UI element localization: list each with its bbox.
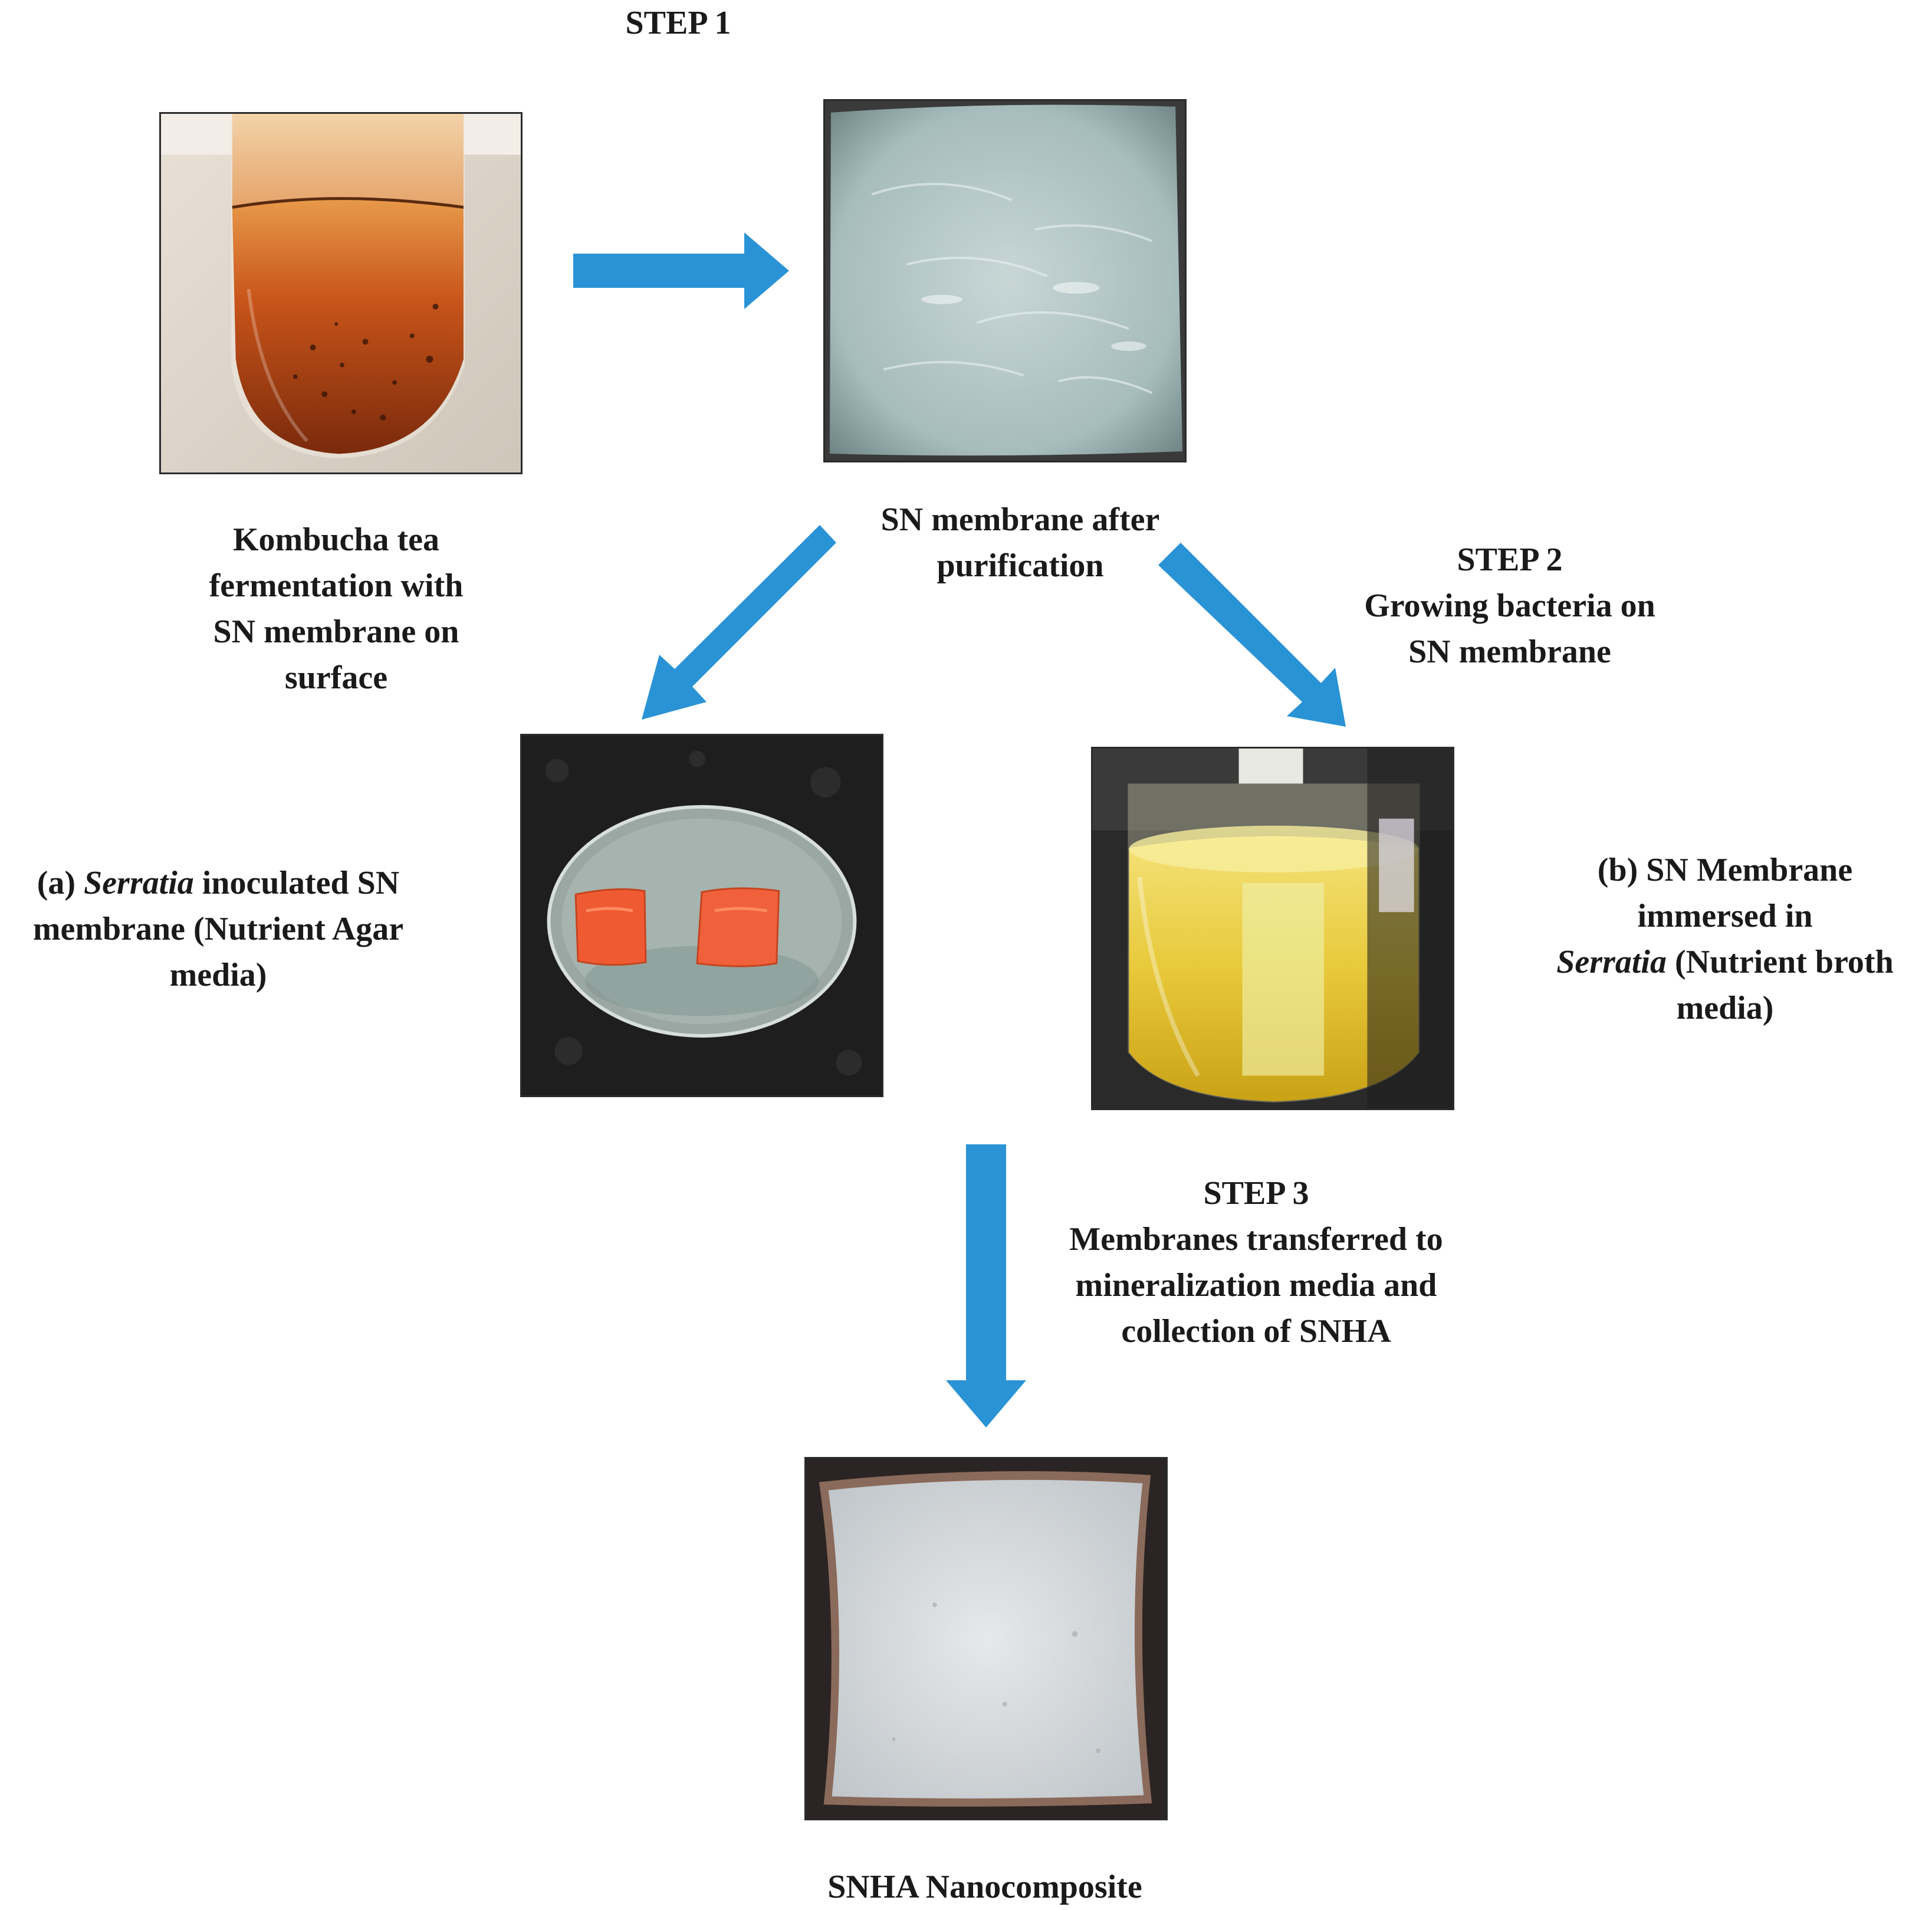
caption-line: SN membrane (1408, 634, 1611, 670)
caption-line: Serratia (Nutrient broth (1522, 939, 1928, 985)
caption-line: media) (1676, 990, 1774, 1026)
species-name: Serratia (1556, 944, 1667, 980)
arrow-right-icon (573, 232, 789, 309)
agar-caption: (a) Serratia inoculated SN membrane (Nut… (0, 860, 436, 998)
caption-line: Growing bacteria on (1364, 588, 1655, 624)
step2-title: STEP 2 (1457, 542, 1563, 578)
caption-line: SNHA Nanocomposite (827, 1869, 1142, 1905)
step3-title: STEP 3 (1203, 1175, 1309, 1212)
caption-line: membrane (Nutrient Agar (32, 911, 404, 947)
step3-label: STEP 3 Membranes transferred to minerali… (1026, 1170, 1486, 1354)
caption-line: mineralization media and (1075, 1267, 1437, 1304)
caption-line: (a) Serratia inoculated SN (0, 860, 436, 906)
caption-line: Membranes transferred to (1069, 1221, 1443, 1258)
caption-line: Kombucha tea (233, 521, 439, 558)
caption-suffix: inoculated SN (193, 865, 400, 901)
arrow-down-icon (946, 1144, 1026, 1427)
purified-membrane-photo (823, 99, 1187, 462)
caption-line: immersed in (1637, 898, 1813, 934)
arrow-down-left-icon (636, 525, 836, 726)
caption-line: SN membrane on (213, 613, 459, 650)
kombucha-caption: Kombucha tea fermentation with SN membra… (153, 517, 519, 701)
step1-title: STEP 1 (625, 5, 731, 41)
broth-flask-photo (1091, 747, 1454, 1110)
caption-line: collection of SNHA (1121, 1313, 1391, 1350)
broth-caption: (b) SN Membrane immersed in Serratia (Nu… (1522, 847, 1928, 1031)
caption-line: media) (169, 957, 267, 993)
final-caption: SNHA Nanocomposite (767, 1864, 1203, 1910)
caption-line: purification (937, 547, 1104, 584)
purified-caption: SN membrane after purification (832, 497, 1209, 589)
step2-label: STEP 2 Growing bacteria on SN membrane (1309, 537, 1710, 675)
caption-suffix: (Nutrient broth (1666, 944, 1894, 980)
caption-line: (b) SN Membrane (1597, 852, 1853, 888)
snha-nanocomposite-photo (804, 1457, 1168, 1820)
agar-plate-photo (520, 734, 883, 1097)
caption-prefix: (a) (37, 865, 84, 901)
caption-line: SN membrane after (880, 501, 1160, 538)
arrow-down-right-icon (1158, 543, 1353, 731)
caption-line: fermentation with (209, 567, 464, 604)
species-name: Serratia (84, 865, 194, 901)
kombucha-tea-photo (159, 112, 523, 474)
step1-label: STEP 1 (590, 0, 767, 46)
caption-line: surface (284, 659, 388, 696)
